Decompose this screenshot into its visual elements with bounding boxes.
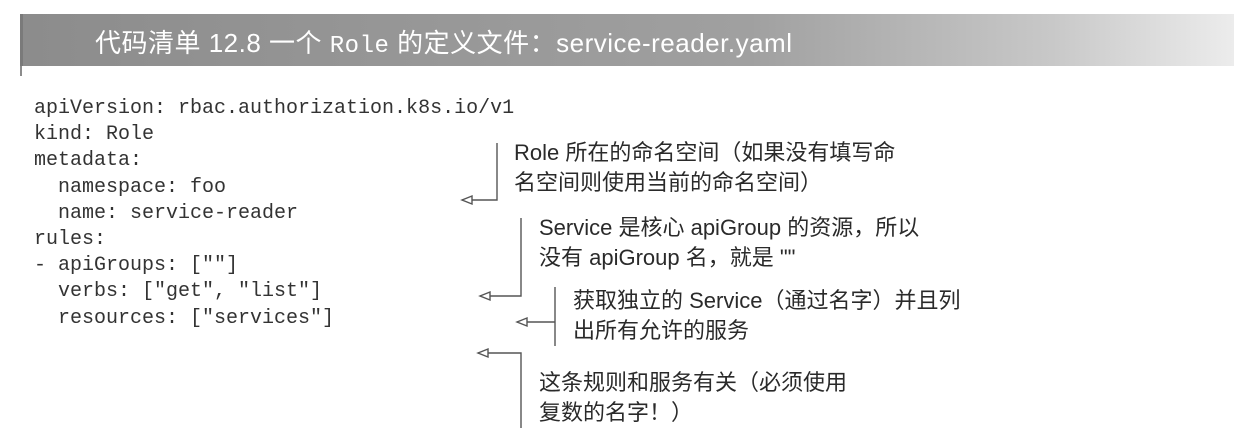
code-line: namespace: foo: [34, 175, 227, 199]
callout-3-line-2: 出所有允许的服务: [573, 318, 750, 343]
callout-2-line-1: Service 是核心 apiGroup 的资源，所以: [539, 215, 920, 240]
callout-2-line-2: 没有 apiGroup 名，就是 "": [539, 245, 796, 270]
callout-3-text: 获取独立的 Service（通过名字）并且列 出所有允许的服务: [573, 286, 960, 346]
code-line: name: service-reader: [34, 201, 299, 225]
code-block: apiVersion: rbac.authorization.k8s.io/v1…: [34, 96, 514, 332]
code-line: kind: Role: [34, 123, 155, 147]
callout-4-line-2: 复数的名字！）: [539, 400, 694, 425]
code-line: verbs: ["get", "list"]: [34, 280, 323, 304]
listing-title-suffix: 的定义文件：service-reader.yaml: [389, 28, 793, 58]
callout-2-text: Service 是核心 apiGroup 的资源，所以 没有 apiGroup …: [539, 213, 919, 273]
callout-2-connector: [478, 218, 522, 302]
callout-4-connector: [476, 347, 522, 428]
callout-3-line-1: 获取独立的 Service（通过名字）并且列: [573, 288, 961, 313]
callout-1-line-2: 名空间则使用当前的命名空间）: [514, 170, 823, 195]
listing-header: 代码清单 12.8 一个 Role 的定义文件：service-reader.y…: [20, 14, 1234, 66]
callout-3-connector: [515, 287, 556, 346]
header-left-tick: [20, 66, 22, 76]
code-line: - apiGroups: [""]: [34, 254, 239, 278]
callout-4-line-1: 这条规则和服务有关（必须使用: [539, 370, 848, 395]
callout-1-text: Role 所在的命名空间（如果没有填写命 名空间则使用当前的命名空间）: [514, 138, 895, 198]
callout-4-text: 这条规则和服务有关（必须使用 复数的名字！）: [539, 368, 847, 428]
callout-1-line-1: Role 所在的命名空间（如果没有填写命: [514, 140, 896, 165]
listing-title-code: Role: [329, 33, 390, 60]
code-line: resources: ["services"]: [34, 306, 335, 330]
listing-title-prefix: 代码清单 12.8 一个: [95, 28, 330, 58]
code-line: metadata:: [34, 149, 143, 173]
code-line: rules:: [34, 227, 107, 251]
code-line: apiVersion: rbac.authorization.k8s.io/v1: [34, 97, 515, 120]
callout-1-connector: [460, 143, 498, 206]
listing-title: 代码清单 12.8 一个 Role 的定义文件：service-reader.y…: [95, 23, 792, 60]
